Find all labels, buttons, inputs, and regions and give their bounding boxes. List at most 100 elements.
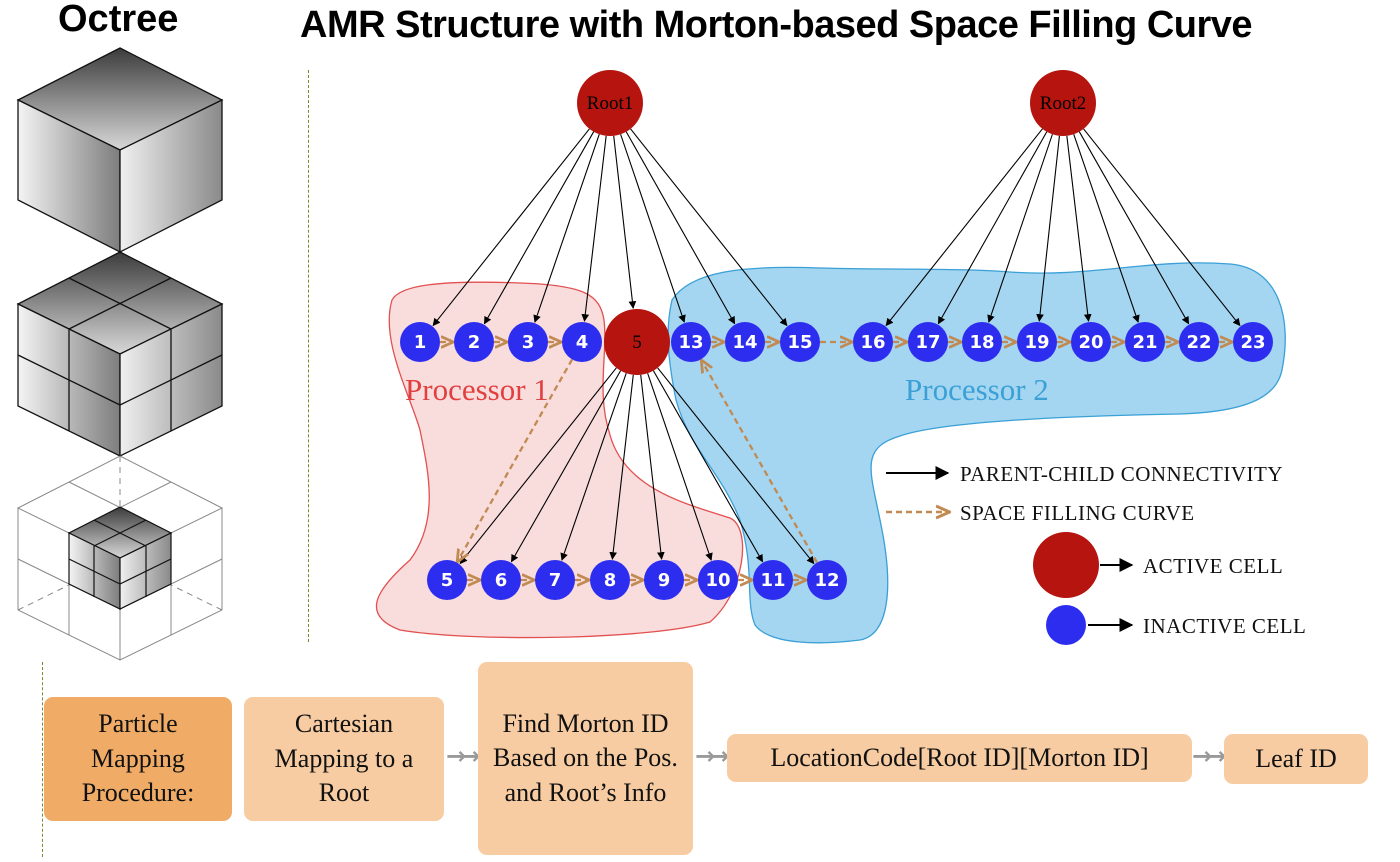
parent-child-edge: [609, 374, 634, 560]
legend-active-swatch: [1033, 532, 1099, 598]
parent-child-edge: [533, 134, 600, 323]
processor-1-label: Processor 1: [405, 372, 549, 407]
tree-node-circle: [725, 322, 765, 362]
octree-refined-subcube: [67, 506, 173, 610]
parent-child-edge: [613, 135, 637, 309]
tree-node-label: 3: [522, 332, 535, 353]
chevron-arrow-icon: →→: [695, 742, 729, 770]
processor-2-label: Processor 2: [905, 372, 1049, 407]
octree-illustration: [16, 47, 224, 661]
chevron-arrow-icon: →→: [446, 742, 480, 770]
tree-node-label: 20: [1078, 332, 1103, 353]
parent-child-edge: [885, 128, 1043, 327]
tree-node-circle: [590, 560, 630, 600]
tree-node-label: 16: [860, 332, 885, 353]
tree-node-circle: [1071, 322, 1111, 362]
parent-child-edge: [1078, 131, 1190, 325]
chevron-arrow-icon: →→: [1192, 742, 1226, 770]
parent-child-edge: [1036, 135, 1060, 322]
active-node-circle: [604, 309, 670, 375]
tree-node-label: 22: [1186, 332, 1211, 353]
parent-child-edge: [1066, 135, 1092, 322]
tree-node-circle: [1233, 322, 1273, 362]
tree-node-circle: [671, 322, 711, 362]
parent-child-edge: [620, 134, 686, 323]
tree-node-circle: [753, 560, 793, 600]
tree-node-label: 18: [969, 332, 994, 353]
tree-node-label: 4: [576, 332, 589, 353]
parent-child-edge: [581, 135, 607, 322]
parent-child-edge: [1073, 134, 1140, 323]
tree-node-label: 15: [787, 332, 812, 353]
parent-child-edge: [640, 374, 665, 560]
legend-active-label: ACTIVE CELL: [1143, 554, 1283, 578]
procedure-step-cartesian: Cartesian Mapping to a Root: [244, 697, 444, 821]
parent-child-edge: [625, 131, 736, 325]
parent-child-edge: [560, 373, 627, 561]
tree-node-label: 6: [495, 570, 508, 591]
procedure-step-title: Particle Mapping Procedure:: [44, 697, 232, 821]
parent-child-edge: [652, 370, 764, 563]
tree-node-circle: [698, 560, 738, 600]
space-filling-curve-arrow: [702, 361, 819, 564]
tree-node-circle: [908, 322, 948, 362]
procedure-step-location-code: LocationCode[Root ID][Morton ID]: [727, 734, 1192, 782]
active-node-label: 5: [632, 332, 642, 353]
tree-node-label: 11: [760, 570, 785, 591]
processor-2-region: [667, 262, 1286, 644]
tree-node-circle: [1125, 322, 1165, 362]
root-1-node-circle: [577, 70, 643, 136]
vertical-divider-bottom: [42, 662, 43, 857]
legend-sfc-label: SPACE FILLING CURVE: [960, 501, 1195, 525]
procedure-step-morton: Find Morton ID Based on the Pos. and Roo…: [478, 662, 693, 855]
tree-node-label: 7: [549, 570, 562, 591]
parent-child-edge: [987, 134, 1053, 323]
tree-node-circle: [1017, 322, 1057, 362]
tree-node-circle: [644, 560, 684, 600]
parent-child-edge: [1083, 128, 1241, 327]
legend-inactive-label: INACTIVE CELL: [1143, 614, 1306, 638]
legend-inactive-swatch: [1046, 605, 1086, 645]
tree-node-label: 23: [1240, 332, 1265, 353]
tree-node-label: 2: [468, 332, 481, 353]
root-1-node-label: Root1: [587, 93, 633, 114]
tree-node-circle: [481, 560, 521, 600]
parent-child-edge: [510, 370, 622, 563]
tree-node-label: 1: [414, 332, 427, 353]
parent-child-edge: [647, 373, 713, 561]
tree-node-label: 8: [604, 570, 617, 591]
legend: PARENT-CHILD CONNECTIVITY SPACE FILLING …: [886, 462, 1306, 645]
tree-node-label: 17: [915, 332, 940, 353]
procedure-step-leaf-id: Leaf ID: [1224, 734, 1368, 784]
tree-node-circle: [400, 322, 440, 362]
tree-node-label: 5: [441, 570, 454, 591]
tree-node-circle: [454, 322, 494, 362]
tree-node-circle: [807, 560, 847, 600]
parent-child-edge: [657, 367, 815, 565]
octree-level-1-cube: [16, 251, 224, 458]
tree-node-label: 9: [658, 570, 671, 591]
tree-node-label: 21: [1132, 332, 1157, 353]
page-title: AMR Structure with Morton-based Space Fi…: [300, 4, 1253, 46]
tree-node-circle: [562, 322, 602, 362]
tree-node-circle: [962, 322, 1002, 362]
parent-child-edge: [432, 128, 590, 327]
parent-child-edge: [630, 128, 788, 327]
tree-node-circle: [853, 322, 893, 362]
root-2-node-label: Root2: [1040, 93, 1086, 114]
tree-node-label: 12: [814, 570, 839, 591]
parent-child-edge: [483, 131, 595, 325]
tree-node-label: 13: [678, 332, 703, 353]
root-2-node-circle: [1030, 70, 1096, 136]
octree-title: Octree: [58, 0, 179, 40]
tree-node-circle: [1179, 322, 1219, 362]
tree-node-circle: [780, 322, 820, 362]
parent-child-edge: [459, 367, 617, 565]
tree-node-circle: [427, 560, 467, 600]
octree-level-0-cube: [16, 47, 224, 254]
tree-node-circle: [508, 322, 548, 362]
legend-parent-child-label: PARENT-CHILD CONNECTIVITY: [960, 462, 1283, 486]
tree-node-label: 14: [732, 332, 757, 353]
